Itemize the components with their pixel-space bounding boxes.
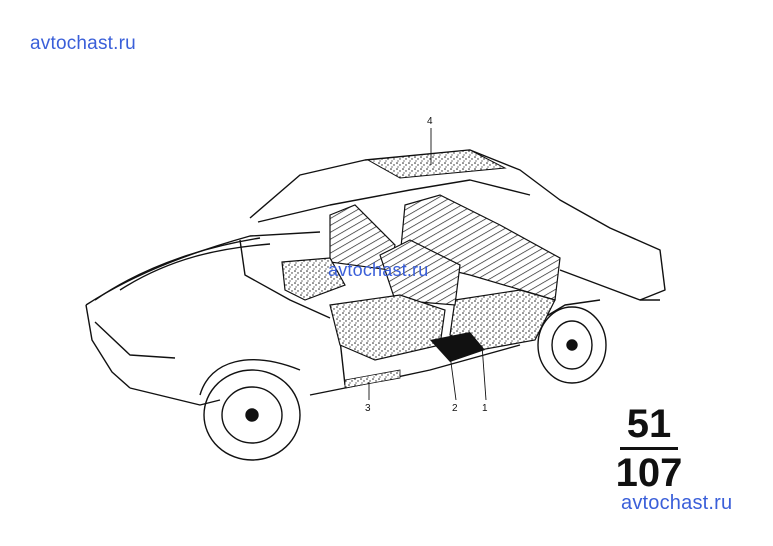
front-seat-right-cushion [329, 294, 446, 361]
callout-4: 4 [427, 116, 433, 127]
page-number: 107 [615, 451, 683, 495]
leader-lines [368, 128, 487, 401]
callout-1: 1 [482, 403, 488, 414]
watermark-center: avtochast.ru [328, 260, 429, 280]
page-number-divider [620, 447, 678, 450]
front-seat-right-backrest [379, 239, 461, 306]
sill-trim-part-3 [344, 369, 401, 389]
watermark-top: avtochast.ru [30, 33, 136, 54]
front-wheel [199, 359, 301, 461]
callout-2: 2 [452, 403, 458, 414]
front-seat-left-cushion [281, 257, 346, 301]
floor-covering-part-2 [430, 332, 485, 362]
headliner-part-4 [366, 149, 507, 179]
page-group-number: 51 [626, 402, 672, 446]
rear-seat-cushion-part-1 [449, 289, 556, 351]
callout-3: 3 [365, 403, 371, 414]
watermark-bottom-right: avtochast.ru [621, 492, 733, 514]
rear-wheel [537, 306, 607, 384]
